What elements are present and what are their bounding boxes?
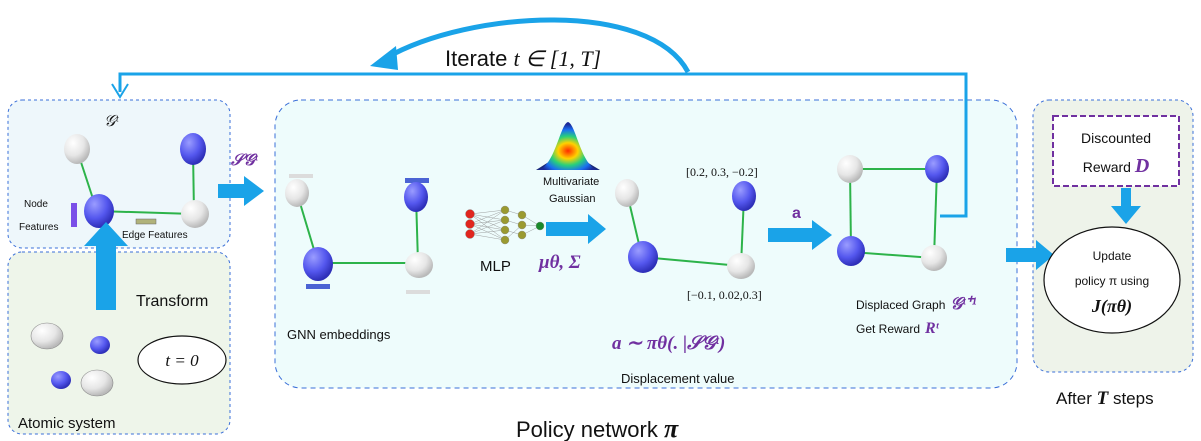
input-graph	[64, 133, 209, 228]
node-grey	[285, 179, 309, 207]
node-grey	[837, 155, 863, 183]
discounted-label: Discounted	[1081, 130, 1151, 146]
edge-feature-bar	[135, 218, 157, 225]
iterate-curved-arrowhead	[370, 46, 398, 70]
discounted-reward-label: Reward D	[1083, 155, 1150, 177]
node-blue	[180, 133, 206, 165]
node-grey	[921, 245, 947, 271]
displacement-graph	[615, 179, 756, 279]
action-formula: a ∼ πθ(. |𝒮𝒢ᵗ)	[612, 333, 725, 354]
node-blue	[404, 182, 428, 212]
node-features-label-2: Features	[19, 222, 58, 233]
iterate-label: Iterate t ∈ [1, T]	[445, 46, 601, 71]
displacement-label: Displacement value	[621, 371, 734, 386]
node-grey	[181, 200, 209, 228]
transform-label: Transform	[136, 293, 208, 310]
node-grey	[405, 252, 433, 278]
objective-label: J(πθ)	[1091, 296, 1132, 317]
time-zero-bubble	[137, 335, 227, 385]
gaussian-label-2: Gaussian	[549, 193, 595, 205]
gaussian-label: Multivariate	[543, 176, 599, 188]
vector-bottom: [−0.1, 0.02,0.3]	[687, 288, 762, 302]
atomic-system	[30, 322, 114, 397]
node-blue	[732, 181, 756, 211]
action-label: a	[792, 205, 801, 222]
action-arrow	[768, 220, 832, 250]
after-steps-label: After T steps	[1056, 388, 1154, 409]
atom-blue	[51, 371, 71, 389]
mlp-label: MLP	[480, 258, 511, 275]
mu-sigma-label: μθ, Σ	[538, 252, 581, 273]
iterate-curved-arrow	[384, 17, 691, 74]
gnn-graph	[285, 174, 433, 294]
discounted-reward-box	[1052, 115, 1180, 187]
node-blue	[628, 241, 658, 273]
gaussian-icon	[536, 122, 600, 170]
update-label: Update	[1093, 249, 1132, 263]
update-policy-label: policy π using	[1075, 274, 1149, 288]
node-blue	[84, 194, 114, 228]
graph-panel	[7, 99, 231, 249]
node-blue	[925, 155, 949, 183]
policy-network-title: Policy network π	[516, 414, 679, 441]
reward-down-arrow	[1111, 188, 1141, 224]
atom-blue	[90, 336, 110, 354]
update-policy-bubble	[1043, 226, 1181, 334]
edge-features-label: Edge Features	[122, 230, 188, 241]
node-grey	[615, 179, 639, 207]
atom-grey	[30, 322, 64, 350]
atomic-label: Atomic system	[18, 415, 116, 432]
node-blue	[303, 247, 333, 281]
time-zero-label: t = 0	[165, 351, 199, 370]
state-arrow	[218, 176, 264, 206]
node-grey	[727, 253, 755, 279]
output-arrow	[1006, 240, 1054, 270]
displaced-graph	[837, 155, 949, 271]
transform-arrow	[84, 222, 128, 310]
mlp-arrow	[546, 214, 606, 244]
node-feature-bar	[71, 203, 77, 227]
node-features-label: Node	[24, 199, 48, 210]
atom-grey	[80, 369, 114, 397]
mlp-icon	[465, 205, 545, 245]
gnn-label: GNN embeddings	[287, 327, 391, 342]
node-grey	[64, 134, 90, 164]
graph-symbol: 𝒢ᵗ	[104, 113, 119, 130]
feedback-arrowhead	[111, 83, 129, 99]
node-blue	[837, 236, 865, 266]
vector-top: [0.2, 0.3, −0.2]	[686, 165, 758, 179]
state-label: 𝒮𝒢ᵗ	[230, 152, 259, 169]
feedback-line	[118, 72, 968, 218]
